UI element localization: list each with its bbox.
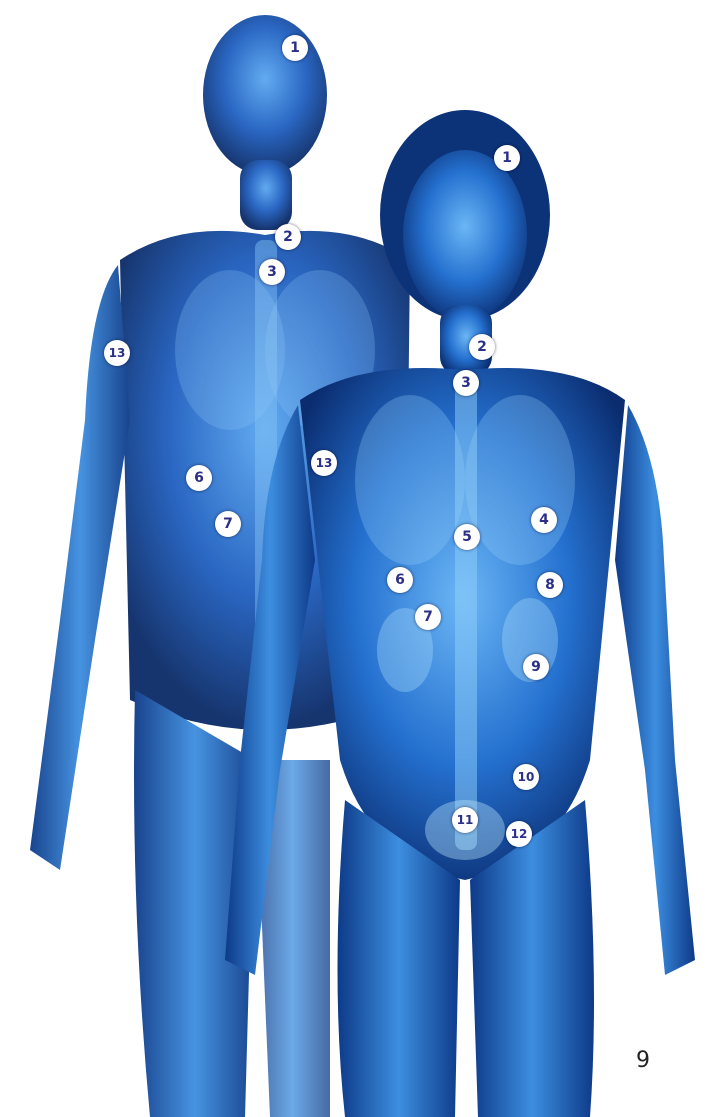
male-marker-13: 13: [104, 340, 130, 366]
female-marker-11: 11: [452, 807, 478, 833]
female-marker-6: 6: [387, 567, 413, 593]
female-marker-10: 10: [513, 764, 539, 790]
male-marker-3: 3: [259, 259, 285, 285]
male-marker-6: 6: [186, 465, 212, 491]
female-marker-4: 4: [531, 507, 557, 533]
female-marker-8: 8: [537, 572, 563, 598]
female-marker-7: 7: [415, 604, 441, 630]
female-marker-5: 5: [454, 524, 480, 550]
female-marker-12: 12: [506, 821, 532, 847]
female-marker-3: 3: [453, 370, 479, 396]
male-marker-2: 2: [275, 224, 301, 250]
female-marker-13: 13: [311, 450, 337, 476]
female-marker-9: 9: [523, 654, 549, 680]
female-marker-1: 1: [494, 145, 520, 171]
female-marker-2: 2: [469, 334, 495, 360]
male-marker-1: 1: [282, 35, 308, 61]
male-marker-7: 7: [215, 511, 241, 537]
page-number: 9: [636, 1048, 650, 1073]
